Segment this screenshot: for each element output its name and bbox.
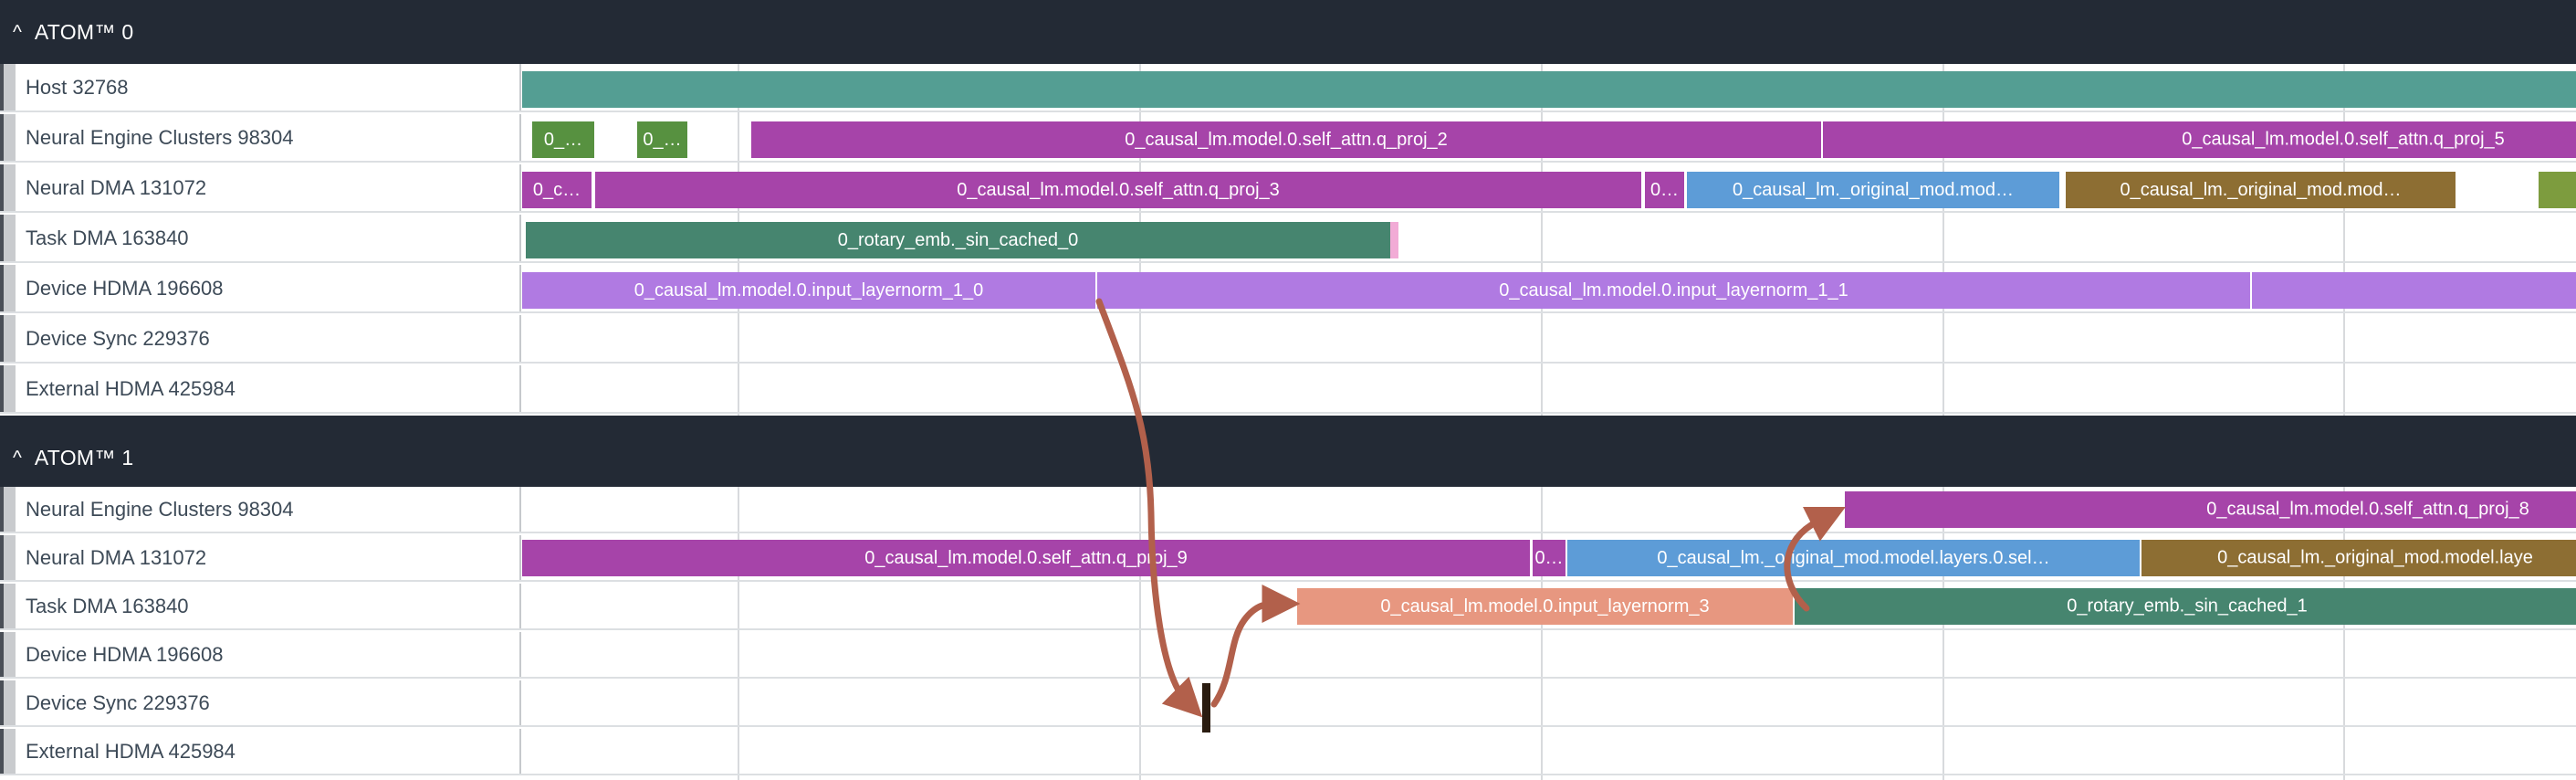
timeline-bar[interactable]: 0_rotary_emb._sin_cached_0 bbox=[526, 222, 1390, 258]
collapse-chevron-icon[interactable]: ^ bbox=[13, 21, 22, 43]
track-label[interactable]: Task DMA 163840 bbox=[0, 584, 521, 628]
track-row: Host 32768 bbox=[0, 64, 2576, 112]
track-row: Device Sync 229376 bbox=[0, 315, 2576, 364]
group-title: ATOM™ 0 bbox=[34, 19, 134, 44]
track-row: Device HDMA 196608 bbox=[0, 632, 2576, 679]
gridline bbox=[2343, 0, 2345, 780]
timeline-bar[interactable]: 0_c… bbox=[522, 172, 592, 208]
gridline bbox=[1942, 0, 1944, 780]
track-label[interactable]: Neural Engine Clusters 98304 bbox=[0, 487, 521, 532]
timeline-bar-label: 0_causal_lm.model.0.input_layernorm_3 bbox=[1380, 596, 1710, 617]
timeline-bar[interactable]: 0_causal_lm.model.0.self_attn.q_proj_2 bbox=[751, 121, 1821, 158]
timeline-bar[interactable]: 0_causal_lm.model.0.input_layernorm_1_1 bbox=[1097, 272, 2250, 309]
track-row: Neural Engine Clusters 98304 0_causal_lm.… bbox=[0, 487, 2576, 533]
timeline-bar[interactable]: 0_causal_lm.model.0.self_attn.q_proj_5 bbox=[1823, 121, 2576, 158]
group-header-atom-0[interactable]: ^ ATOM™ 0 bbox=[0, 0, 2576, 64]
track-label[interactable]: Device Sync 229376 bbox=[0, 315, 521, 362]
track-lane bbox=[521, 680, 2576, 725]
track-lane: 0_rotary_emb._sin_cached_0 bbox=[521, 215, 2576, 261]
gridline bbox=[738, 0, 739, 780]
timeline-bar-label: 0_c… bbox=[532, 179, 581, 200]
track-row: External HDMA 425984 bbox=[0, 365, 2576, 414]
timeline-bar-label: 0_causal_lm.model.0.input_layernorm_1_1 bbox=[1499, 279, 1848, 300]
timeline-bar[interactable] bbox=[2252, 272, 2576, 309]
timeline-bar-label: 0_causal_lm.model.0.self_attn.q_proj_5 bbox=[2182, 129, 2505, 150]
track-row: Device Sync 229376 bbox=[0, 680, 2576, 727]
timeline-bar-label: 0_causal_lm._original_mod.mod… bbox=[2120, 179, 2402, 200]
timeline-bar[interactable]: 0_causal_lm.model.0.input_layernorm_3 bbox=[1297, 588, 1793, 625]
track-label[interactable]: Neural DMA 131072 bbox=[0, 164, 521, 211]
track-row: External HDMA 425984 bbox=[0, 729, 2576, 775]
timeline-bar-label: 0_causal_lm.model.0.input_layernorm_1_0 bbox=[634, 279, 984, 300]
timeline-bar-label: 0_causal_lm._original_mod.model.laye bbox=[2217, 547, 2533, 568]
track-lane bbox=[521, 64, 2576, 111]
timeline-bar[interactable]: 0_causal_lm._original_mod.model.laye bbox=[2141, 540, 2576, 576]
timeline-bar[interactable]: 0_… bbox=[637, 121, 687, 158]
track-label[interactable]: Neural Engine Clusters 98304 bbox=[0, 114, 521, 161]
gridline bbox=[1541, 0, 1543, 780]
track-lane: 0_causal_lm.model.0.self_attn.q_proj_8 bbox=[521, 487, 2576, 532]
track-lane: 0_causal_lm.model.0.self_attn.q_proj_9 0…… bbox=[521, 535, 2576, 580]
collapse-chevron-icon[interactable]: ^ bbox=[13, 447, 22, 469]
timeline-bar-label: 0_causal_lm.model.0.self_attn.q_proj_8 bbox=[2206, 499, 2529, 520]
timeline-bar-label: 0_… bbox=[643, 129, 682, 150]
timeline-bar-label: 0… bbox=[1534, 547, 1564, 568]
timeline-bar[interactable]: 0_… bbox=[532, 121, 594, 158]
track-row: Task DMA 163840 0_rotary_emb._sin_cached_… bbox=[0, 215, 2576, 263]
track-label[interactable]: Device Sync 229376 bbox=[0, 680, 521, 725]
timeline-bar[interactable]: 0… bbox=[1645, 172, 1684, 208]
track-lane: 0_causal_lm.model.0.input_layernorm_3 0_r… bbox=[521, 584, 2576, 628]
group-header-atom-1[interactable]: ^ ATOM™ 1 bbox=[0, 416, 2576, 487]
track-label[interactable]: External HDMA 425984 bbox=[0, 729, 521, 774]
track-label[interactable]: External HDMA 425984 bbox=[0, 365, 521, 412]
timeline-bar-label: 0_causal_lm.model.0.self_attn.q_proj_2 bbox=[1125, 129, 1448, 150]
timeline-bar[interactable]: 0_causal_lm.model.0.input_layernorm_1_0 bbox=[522, 272, 1095, 309]
track-label[interactable]: Device HDMA 196608 bbox=[0, 632, 521, 677]
timeline-bar-label: 0_… bbox=[543, 129, 583, 150]
timeline-bar[interactable]: 0_causal_lm.model.0.self_attn.q_proj_8 bbox=[1845, 491, 2576, 528]
track-lane bbox=[521, 365, 2576, 412]
sync-marker[interactable] bbox=[1202, 683, 1210, 733]
timeline-bar[interactable] bbox=[2539, 172, 2576, 208]
timeline-bar-label: 0… bbox=[1649, 179, 1680, 200]
timeline-bar-label: 0_causal_lm.model.0.self_attn.q_proj_9 bbox=[864, 547, 1188, 568]
timeline-bar-label: 0_causal_lm.model.0.self_attn.q_proj_3 bbox=[957, 179, 1280, 200]
timeline-bar[interactable]: 0_causal_lm.model.0.self_attn.q_proj_9 bbox=[522, 540, 1530, 576]
timeline-bar-label: 0_rotary_emb._sin_cached_1 bbox=[2067, 596, 2308, 617]
track-row: Neural DMA 131072 0_c… 0_causal_lm.model.0… bbox=[0, 164, 2576, 213]
group-title: ATOM™ 1 bbox=[34, 445, 134, 469]
timeline-bar[interactable]: 0… bbox=[1533, 540, 1565, 576]
timeline-bar-label: 0_rotary_emb._sin_cached_0 bbox=[837, 229, 1079, 250]
track-label[interactable]: Task DMA 163840 bbox=[0, 215, 521, 261]
track-label[interactable]: Neural DMA 131072 bbox=[0, 535, 521, 580]
track-row: Neural Engine Clusters 98304 0_… 0_… 0_caus… bbox=[0, 114, 2576, 163]
track-lane: 0_causal_lm.model.0.input_layernorm_1_0 0… bbox=[521, 265, 2576, 311]
timeline-bar[interactable]: 0_causal_lm._original_mod.mod… bbox=[2066, 172, 2456, 208]
track-label[interactable]: Host 32768 bbox=[0, 64, 521, 111]
timeline-bar[interactable]: 0_causal_lm.model.0.self_attn.q_proj_3 bbox=[595, 172, 1641, 208]
timeline-bar[interactable]: 0_causal_lm._original_mod.mod… bbox=[1687, 172, 2059, 208]
timeline-bar-label: 0_causal_lm._original_mod.model.layers.0… bbox=[1657, 547, 2050, 568]
track-lane: 0_… 0_… 0_causal_lm.model.0.self_attn.q_pr… bbox=[521, 114, 2576, 161]
track-label[interactable]: Device HDMA 196608 bbox=[0, 265, 521, 311]
track-lane: 0_c… 0_causal_lm.model.0.self_attn.q_proj… bbox=[521, 164, 2576, 211]
track-lane bbox=[521, 729, 2576, 774]
timeline-bar[interactable]: 0_rotary_emb._sin_cached_1 bbox=[1795, 588, 2576, 625]
timeline-bar[interactable]: 0_causal_lm._original_mod.model.layers.0… bbox=[1567, 540, 2140, 576]
track-lane bbox=[521, 632, 2576, 677]
track-lane bbox=[521, 315, 2576, 362]
timeline-bar-label: 0_causal_lm._original_mod.mod… bbox=[1733, 179, 2014, 200]
timeline-bar[interactable] bbox=[1390, 222, 1398, 258]
timeline-bar[interactable] bbox=[522, 71, 2576, 108]
